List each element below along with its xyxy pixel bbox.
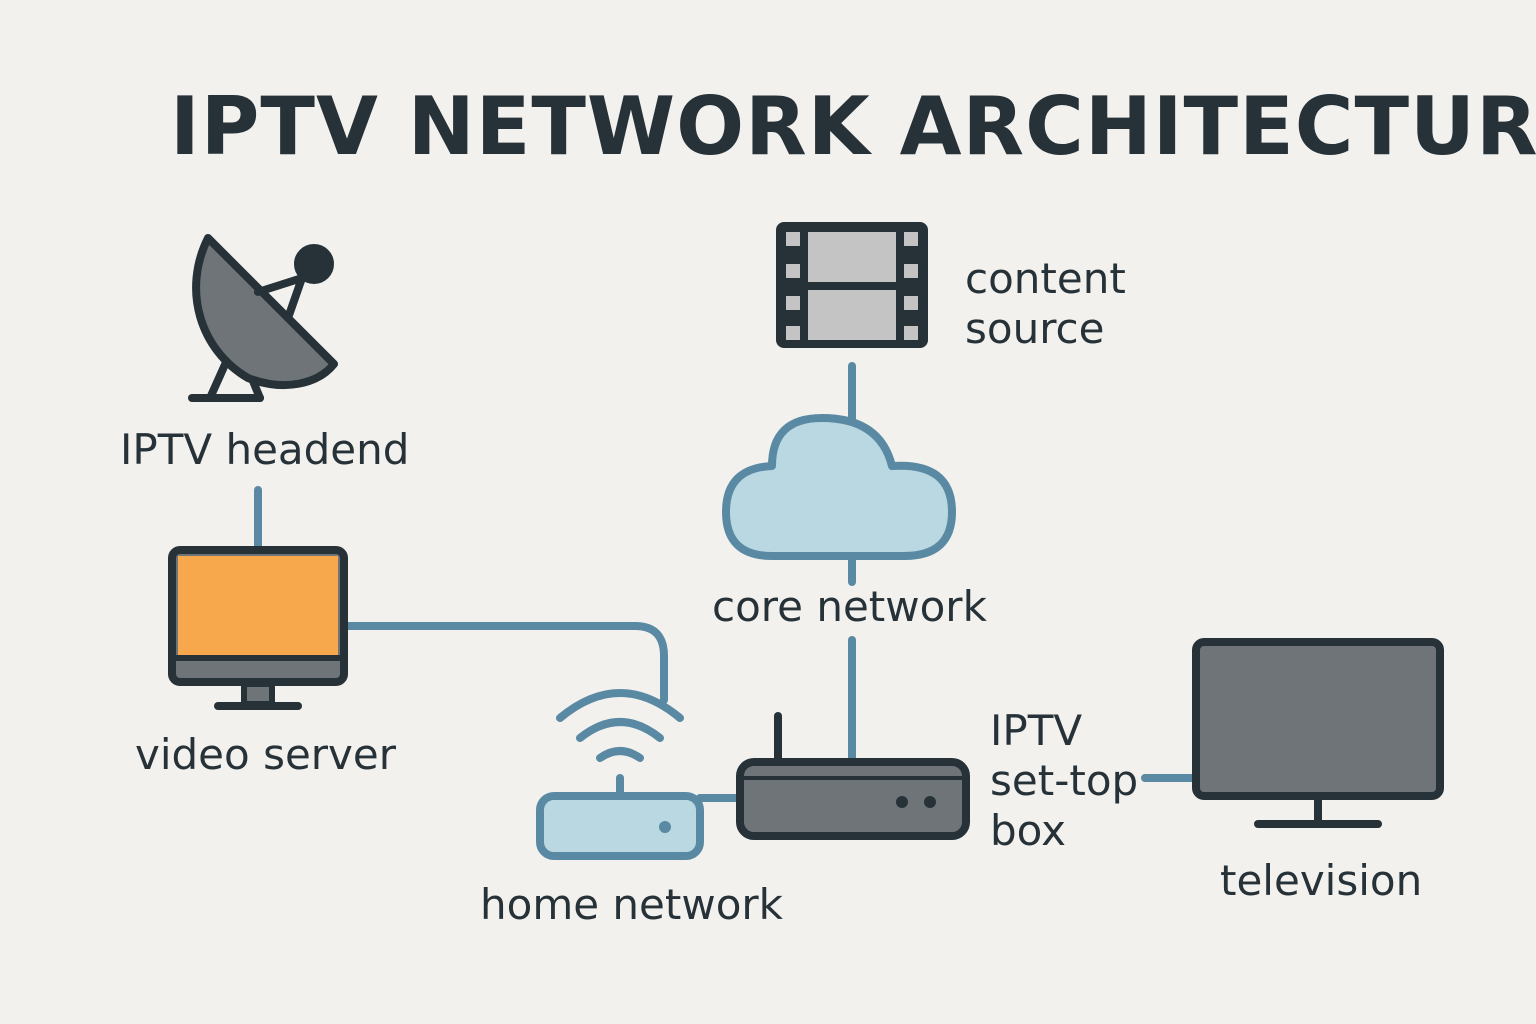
- page-title: IPTV NETWORK ARCHITECTURE: [170, 80, 1536, 173]
- link-video-server-home-network: [341, 622, 668, 704]
- cloud-icon: [722, 414, 956, 560]
- core-network-label: core network: [712, 582, 987, 631]
- set-top-box-label-line1: IPTV: [990, 706, 1083, 755]
- film-strip-icon: [776, 222, 928, 348]
- connections: [254, 362, 1200, 802]
- set-top-box-label-line2: set-top: [990, 756, 1139, 805]
- satellite-dish-icon: [188, 234, 338, 402]
- content-source-label-line1: content: [965, 254, 1126, 303]
- television-label: television: [1220, 856, 1423, 905]
- content-source-label-line2: source: [965, 304, 1105, 353]
- wifi-router-icon: [536, 689, 704, 860]
- headend-label: IPTV headend: [120, 425, 410, 474]
- home-network-label: home network: [480, 880, 783, 929]
- monitor-icon: [168, 546, 348, 710]
- tv-icon: [1192, 638, 1444, 828]
- video-server-label: video server: [135, 730, 397, 779]
- router-box-icon: [736, 712, 970, 840]
- set-top-box-label-line3: box: [990, 806, 1066, 855]
